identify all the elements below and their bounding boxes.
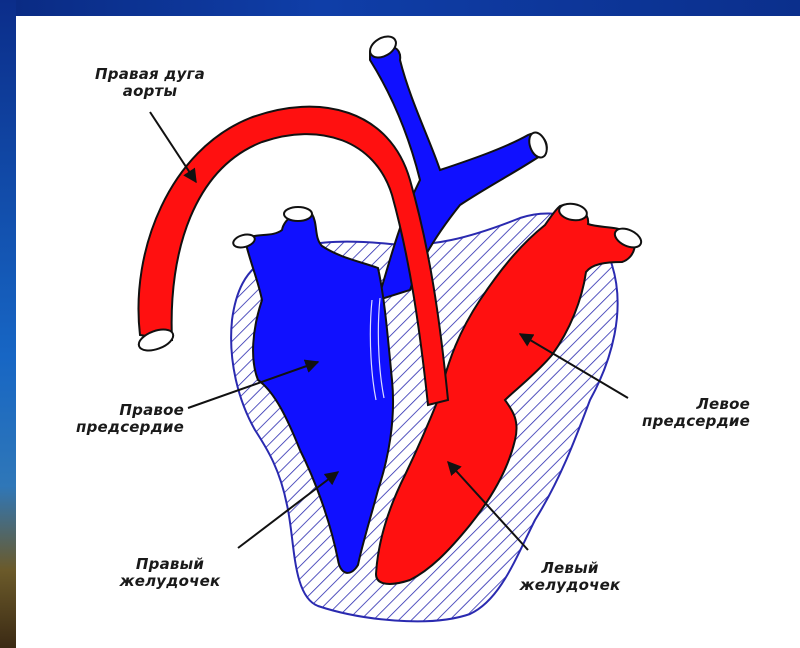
label-right-ventricle-line1: Правый (100, 556, 240, 573)
label-left-ventricle-line2: желудочек (500, 577, 640, 594)
label-left-atrium-line2: предсердие (610, 413, 750, 430)
label-right-atrium-line1: Правое (60, 402, 184, 419)
label-right-ventricle-line2: желудочек (100, 573, 240, 590)
label-right-atrium: Правое предсердие (60, 402, 184, 436)
label-left-ventricle: Левый желудочек (500, 560, 640, 594)
arrow-aortic-arch (150, 112, 196, 182)
label-left-atrium: Левое предсердие (610, 396, 750, 430)
label-left-ventricle-line1: Левый (500, 560, 640, 577)
label-aortic-arch: Правая дуга аорты (70, 66, 230, 100)
label-right-ventricle: Правый желудочек (100, 556, 240, 590)
label-left-atrium-line1: Левое (610, 396, 750, 413)
label-aortic-arch-line1: Правая дуга (70, 66, 230, 83)
label-right-atrium-line2: предсердие (60, 419, 184, 436)
label-aortic-arch-line2: аорты (70, 83, 230, 100)
